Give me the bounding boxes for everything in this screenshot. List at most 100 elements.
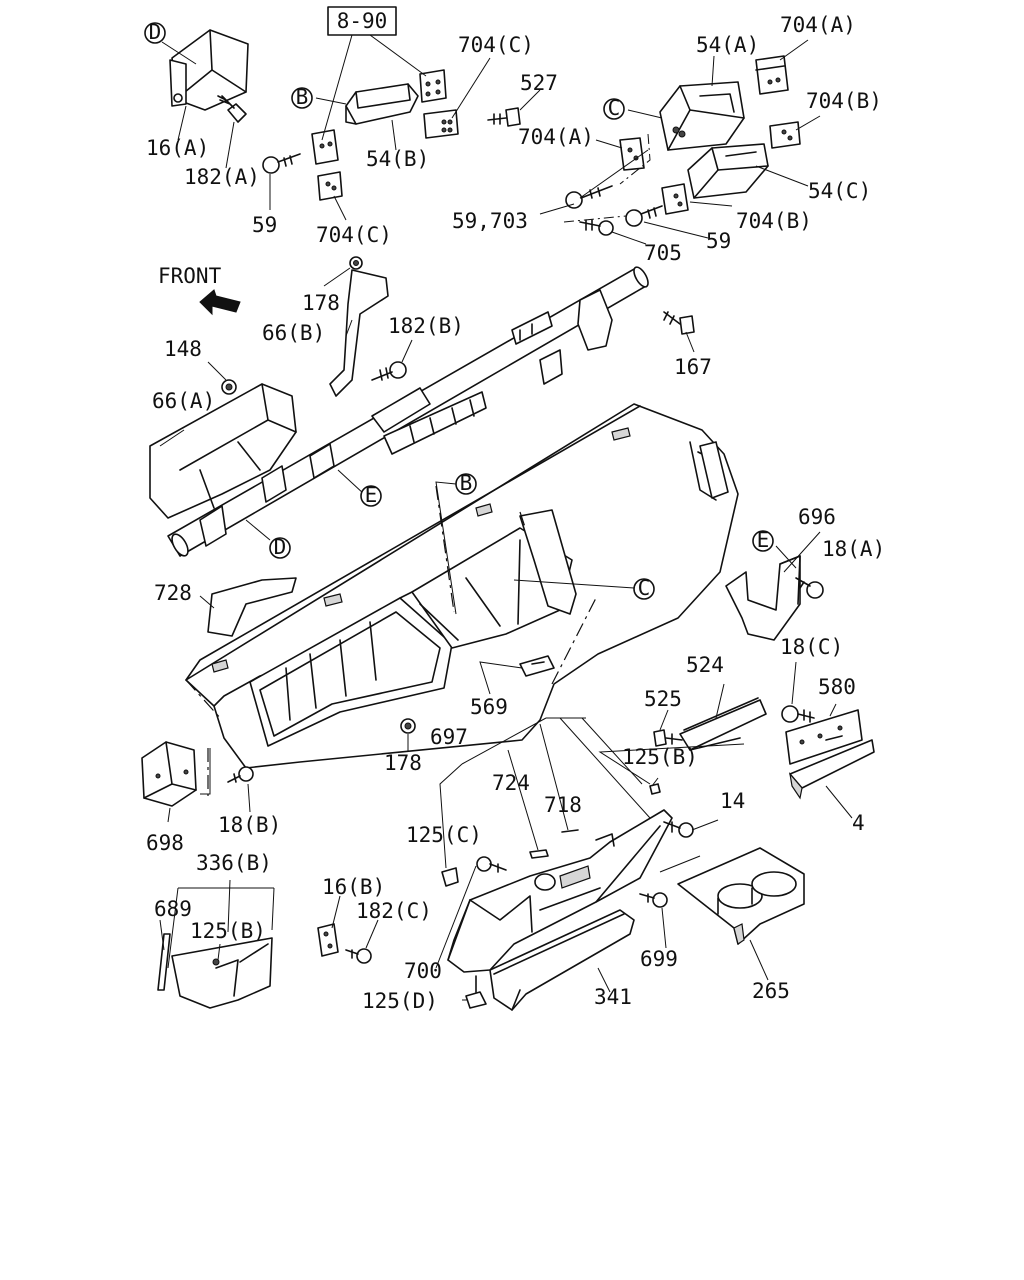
callout-724: 724 (492, 771, 530, 795)
callout-54a: 54(A) (696, 33, 759, 57)
callout-167: 167 (674, 355, 712, 379)
callout-704b-mid: 704(B) (736, 209, 812, 233)
screw-705 (579, 219, 614, 236)
callout-178-top: 178 (302, 291, 340, 315)
screw-699 (639, 892, 668, 908)
svg-text:C: C (638, 576, 651, 600)
reference-marker-e-right: E (752, 528, 774, 552)
svg-text:B: B (296, 85, 309, 109)
bolt-182c (345, 948, 372, 964)
callout-182c: 182(C) (356, 899, 432, 923)
callout-8-90-box (327, 6, 397, 36)
bolt-525 (653, 729, 683, 747)
callout-704c-top: 704(C) (458, 33, 534, 57)
callout-525: 525 (644, 687, 682, 711)
callout-527: 527 (520, 71, 558, 95)
instrument-panel (185, 403, 739, 769)
screw-700 (476, 856, 507, 873)
callout-14: 14 (720, 789, 745, 813)
nut-148 (221, 379, 237, 395)
callout-16a: 16(A) (146, 136, 209, 160)
bracket-16a-part (169, 29, 249, 111)
callout-8-90: 8-90 (337, 9, 388, 33)
reference-marker-e-mid: E (360, 483, 382, 507)
callout-336b: 336(B) (196, 851, 272, 875)
callout-265: 265 (752, 979, 790, 1003)
clip-704c-left (311, 129, 343, 201)
nut-178-top (349, 256, 363, 270)
callout-54c: 54(C) (808, 179, 871, 203)
glove-box-assembly (447, 809, 673, 973)
screw-59-right (625, 205, 663, 227)
callout-125b-mid: 125(B) (622, 745, 698, 769)
reference-marker-d-top: D (144, 20, 166, 44)
callout-59-left: 59 (252, 213, 277, 237)
callout-697: 697 (430, 725, 468, 749)
svg-text:B: B (460, 471, 473, 495)
bracket-16b (317, 923, 339, 957)
pocket-54a-part (659, 81, 745, 151)
callout-718: 718 (544, 793, 582, 817)
svg-text:E: E (757, 528, 770, 552)
bolt-182b (371, 361, 407, 381)
svg-text:E: E (365, 483, 378, 507)
leader-lines (159, 34, 853, 1001)
clip-704a-top (755, 55, 789, 95)
callout-125d: 125(D) (362, 989, 438, 1013)
callout-704b-top: 704(B) (806, 89, 882, 113)
callout-18c: 18(C) (780, 635, 843, 659)
reference-marker-c-mid: C (633, 576, 655, 600)
bolt-18c (781, 705, 815, 723)
screw-59-left (262, 153, 301, 174)
callout-4: 4 (852, 811, 865, 835)
reference-marker-b-top: B (291, 85, 313, 109)
clip-704b-top (769, 121, 801, 149)
pin-718 (561, 829, 579, 833)
callout-18b: 18(B) (218, 813, 281, 837)
clip-125b-mid (649, 783, 661, 795)
callout-728: 728 (154, 581, 192, 605)
reference-marker-b-mid: B (455, 471, 477, 495)
cover-336b (171, 937, 273, 1009)
callout-148: 148 (164, 337, 202, 361)
callout-182a: 182(A) (184, 165, 260, 189)
panel-580 (785, 709, 863, 765)
callout-54b: 54(B) (366, 147, 429, 171)
cover-4 (789, 739, 875, 800)
bolt-18a (795, 577, 824, 599)
callout-16b: 16(B) (322, 875, 385, 899)
reference-marker-c-top: C (603, 96, 625, 120)
clip-704c-top-a (419, 69, 447, 103)
callout-66b: 66(B) (262, 321, 325, 345)
callout-704c-bottom: 704(C) (316, 223, 392, 247)
lid-341 (489, 909, 635, 1011)
callout-569: 569 (470, 695, 508, 719)
callout-698: 698 (146, 831, 184, 855)
cup-holder-265 (677, 847, 805, 945)
callout-18a: 18(A) (822, 537, 885, 561)
bolt-182a (217, 95, 247, 123)
bolt-18b (227, 766, 254, 783)
pocket-54b-part (345, 83, 419, 125)
reference-marker-d-mid: D (269, 535, 291, 559)
callout-704a-top: 704(A) (780, 13, 856, 37)
callout-696: 696 (798, 505, 836, 529)
callout-704a-mid: 704(A) (518, 125, 594, 149)
clip-704a-mid (619, 137, 645, 171)
svg-text:D: D (149, 20, 162, 44)
clip-125c (441, 867, 459, 887)
clip-704c-top-b (423, 109, 459, 139)
callout-178-bottom: 178 (384, 751, 422, 775)
screw-527 (487, 107, 521, 127)
clip-704b-mid (661, 183, 689, 215)
pocket-54c-part (687, 143, 769, 199)
bracket-696 (725, 555, 801, 641)
callout-125c: 125(C) (406, 823, 482, 847)
front-arrow-icon (199, 289, 241, 316)
clip-125d (465, 975, 487, 1009)
strip-689 (157, 933, 171, 991)
front-label: FRONT (158, 264, 222, 288)
callout-125b-low: 125(B) (190, 919, 266, 943)
svg-text:C: C (608, 96, 621, 120)
